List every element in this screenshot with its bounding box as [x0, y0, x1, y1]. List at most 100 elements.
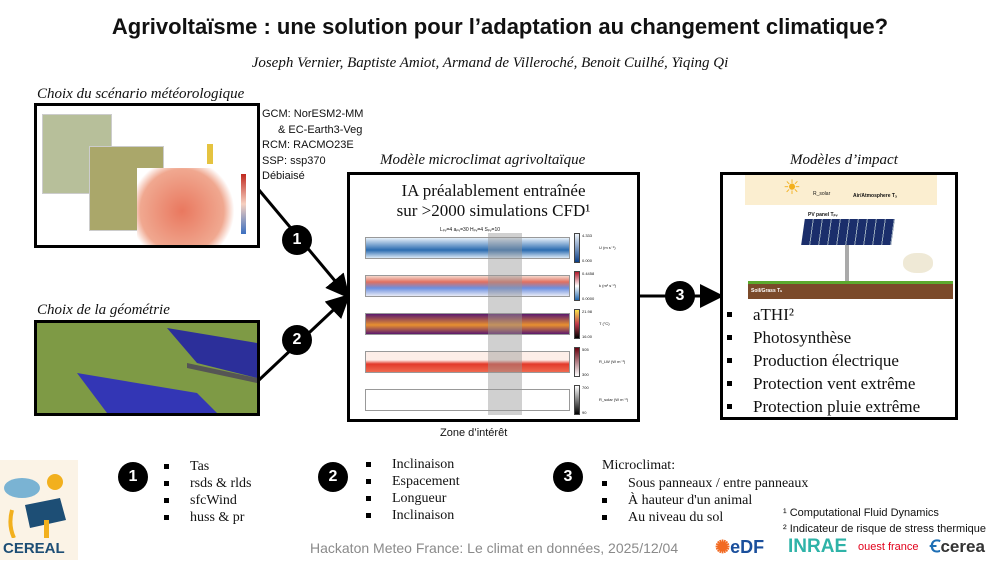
impact-item: Production électrique — [723, 349, 920, 372]
geometry-heading: Choix de la géométrie — [37, 302, 170, 318]
microclimate-item: Au niveau du sol — [598, 509, 808, 526]
variable-item: rsds & rlds — [160, 475, 251, 492]
edf-logo-text: eDF — [730, 537, 765, 557]
model-heading: Modèle microclimat agrivoltaïque — [380, 152, 586, 168]
ia-line-2: sur >2000 simulations CFD¹ — [396, 201, 591, 220]
colorbar — [207, 144, 213, 164]
solar-field-plot — [365, 389, 570, 411]
soil-label: Soil/Grass Tₛ — [751, 288, 783, 294]
impact-item: Protection pluie extrême — [723, 395, 920, 417]
ssp-line: SSP: ssp370 — [262, 154, 326, 167]
impact-item: Protection vent extrême — [723, 372, 920, 395]
zone-of-interest-highlight — [488, 233, 522, 415]
microclimate-item: Sous panneaux / entre panneaux — [598, 475, 808, 492]
legend-step-2-badge: 2 — [318, 462, 348, 492]
cereal-logo-graphic — [4, 474, 66, 538]
zone-label: Zone d’intérêt — [440, 427, 508, 439]
scenario-heading: Choix du scénario météorologique — [37, 86, 245, 102]
geometry-param-item: Longueur — [362, 490, 460, 507]
geometry-param-item: Inclinaison — [362, 507, 460, 524]
colorbar-u — [574, 233, 580, 263]
legend-step-3-badge: 3 — [553, 462, 583, 492]
impact-list: aTHI² Photosynthèse Production électriqu… — [723, 303, 920, 417]
colorbar — [241, 174, 246, 234]
colorbar-k — [574, 271, 580, 301]
cb-max: 0.4458 — [582, 271, 595, 276]
variables-list: Tas rsds & rlds sfcWind huss & pr — [160, 458, 251, 526]
edf-star-icon: ✺ — [715, 537, 731, 557]
footnote-2: ² Indicateur de risque de stress thermiq… — [783, 523, 986, 535]
inrae-logo: INRAE — [788, 536, 848, 557]
microclimate-list: Sous panneaux / entre panneaux À hauteur… — [598, 475, 808, 526]
cb-label: R_solar (W m⁻²) — [599, 397, 629, 402]
microclimate-item: À hauteur d'un animal — [598, 492, 808, 509]
longwave-field-plot — [365, 351, 570, 373]
tke-field-plot — [365, 275, 570, 297]
edf-logo: ✺eDF — [715, 537, 764, 558]
sheep-icon — [903, 253, 933, 273]
air-label: Air/Atmosphere Tₐ — [853, 193, 897, 199]
cb-min: 0.0000 — [582, 296, 595, 301]
step-1-badge: 1 — [282, 225, 312, 255]
cb-max: 4.333 — [582, 233, 593, 238]
gcm-line: GCM: NorESM2-MM — [262, 108, 364, 120]
footnote-1: ¹ Computational Fluid Dynamics — [783, 507, 939, 519]
impact-item: Photosynthèse — [723, 326, 920, 349]
map-temperature-france — [137, 168, 237, 245]
footer: Hackaton Meteo France: Le climat en donn… — [310, 540, 679, 556]
cb-label: T (°C) — [599, 321, 610, 326]
colorbar-rlw — [574, 347, 580, 377]
temperature-field-plot — [365, 313, 570, 335]
cb-max: 21.98 — [582, 309, 593, 314]
slide-title: Agrivoltaïsme : une solution pour l’adap… — [111, 14, 889, 39]
wind-field-plot — [365, 237, 570, 259]
microclimate-model-box: IA préalablement entraînée sur >2000 sim… — [347, 172, 640, 422]
ia-caption: IA préalablement entraînée sur >2000 sim… — [350, 181, 637, 221]
sun-icon: ☀ — [783, 177, 801, 199]
geometry-params-list: Inclinaison Espacement Longueur Inclinai… — [362, 456, 460, 524]
solar-label: R_solar — [813, 191, 831, 197]
cereal-logo-text: CEREAL — [3, 540, 65, 557]
geometry-render-box — [34, 320, 260, 416]
scenario-maps-box — [34, 103, 260, 248]
solar-panel-rows-illustration — [37, 323, 257, 413]
geometry-param-item: Inclinaison — [362, 456, 460, 473]
soil-band — [748, 281, 953, 299]
panel-post — [845, 245, 849, 283]
cb-min: 90 — [582, 410, 587, 415]
cb-max: 505 — [582, 347, 589, 352]
cb-min: 0.000 — [582, 258, 593, 263]
cb-min: 16.00 — [582, 334, 593, 339]
geometry-param-item: Espacement — [362, 473, 460, 490]
cb-min: 300 — [582, 372, 589, 377]
cerea-swirl-icon: Ꞓ — [930, 537, 941, 556]
panel-label: PV panel Tₚᵥ — [808, 212, 838, 218]
cb-label: U (m s⁻¹) — [599, 245, 616, 250]
scenario-details: GCM: NorESM2-MM & EC-Earth3-Veg RCM: RAC… — [262, 107, 363, 185]
impact-heading: Modèles d’impact — [790, 152, 898, 168]
authors: Joseph Vernier, Baptiste Amiot, Armand d… — [251, 55, 729, 71]
legend-step-1-badge: 1 — [118, 462, 148, 492]
pv-panel-illustration — [801, 219, 895, 245]
impact-item: aTHI² — [723, 303, 920, 326]
variable-item: sfcWind — [160, 492, 251, 509]
cb-label: R_LW (W m⁻²) — [599, 359, 626, 364]
footnotes: ¹ Computational Fluid Dynamics ² Indicat… — [783, 505, 986, 537]
cb-label: k (m² s⁻²) — [599, 283, 616, 288]
ouest-france-logo: ouest france — [858, 541, 919, 553]
cereal-logo: CEREAL — [0, 460, 78, 560]
plot-title: Lₚᵥ=4 aₚᵥ=30 Hₚᵥ=4 Sₚᵥ=10 — [439, 227, 501, 233]
ia-line-1: IA préalablement entraînée — [401, 181, 586, 200]
microclimate-heading: Microclimat: — [602, 458, 676, 473]
rcm-line: RCM: RACMO23E — [262, 139, 354, 151]
debias-line: Débiaisé — [262, 170, 305, 182]
cerea-logo-text: cerea — [940, 537, 985, 556]
colorbar-rsolar — [574, 385, 580, 415]
cerea-logo: Ꞓcerea — [930, 537, 985, 557]
cb-max: 700 — [582, 385, 589, 390]
variable-item: Tas — [160, 458, 251, 475]
variable-item: huss & pr — [160, 509, 251, 526]
colorbar-t — [574, 309, 580, 339]
impact-box: ☀ R_solar Air/Atmosphere Tₐ PV panel Tₚᵥ… — [720, 172, 958, 420]
step-2-badge: 2 — [282, 325, 312, 355]
